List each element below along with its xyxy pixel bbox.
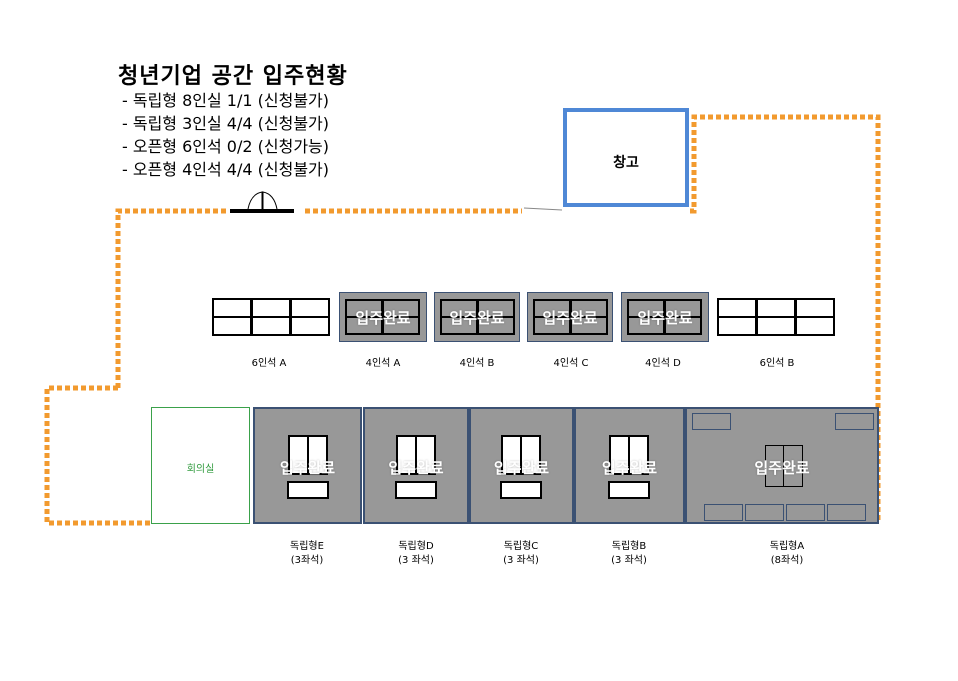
open-seat-4c[interactable]: 입주완료 xyxy=(527,292,613,342)
open-seat-4d-label: 4인석 D xyxy=(645,358,681,369)
occupied-label: 입주완료 xyxy=(449,309,505,327)
private-room-d-seats: (3 좌석) xyxy=(398,555,434,566)
open-seat-6b[interactable] xyxy=(717,298,835,336)
private-room-d[interactable]: 입주완료 xyxy=(363,407,469,524)
status-line-open-6: - 오픈형 6인석 0/2 (신청가능) xyxy=(122,137,330,156)
occupied-label: 입주완료 xyxy=(355,309,411,327)
open-seat-6b-label: 6인석 B xyxy=(759,358,795,369)
entrance-door-icon xyxy=(230,191,294,213)
occupied-label: 입주완료 xyxy=(279,459,336,477)
private-room-a[interactable]: 입주완료 xyxy=(685,407,879,524)
private-room-a-seats: (8좌석) xyxy=(770,555,804,566)
private-room-e-name: 독립형E xyxy=(290,541,324,552)
open-seat-4a[interactable]: 입주완료 xyxy=(339,292,427,342)
occupied-label: 입주완료 xyxy=(601,459,658,477)
storage-room: 창고 xyxy=(563,108,689,207)
open-seat-4b-label: 4인석 B xyxy=(459,358,495,369)
private-room-c-seats: (3 좌석) xyxy=(503,555,539,566)
meeting-room[interactable]: 회의실 xyxy=(151,407,250,524)
open-seat-4c-label: 4인석 C xyxy=(553,358,589,369)
open-seat-4b[interactable]: 입주완료 xyxy=(434,292,520,342)
private-room-b-seats: (3 좌석) xyxy=(611,555,647,566)
meeting-room-label: 회의실 xyxy=(186,464,215,475)
private-room-c-name: 독립형C xyxy=(503,541,539,552)
status-line-private-8: - 독립형 8인실 1/1 (신청불가) xyxy=(122,91,330,110)
private-room-d-name: 독립형D xyxy=(398,541,434,552)
private-room-b[interactable]: 입주완료 xyxy=(574,407,685,524)
status-line-open-4: - 오픈형 4인석 4/4 (신청불가) xyxy=(122,160,330,179)
open-seat-4a-label: 4인석 A xyxy=(365,358,401,369)
status-line-private-3: - 독립형 3인실 4/4 (신청불가) xyxy=(122,114,330,133)
private-room-c[interactable]: 입주완료 xyxy=(469,407,574,524)
storage-label: 창고 xyxy=(613,155,639,171)
private-room-e-seats: (3좌석) xyxy=(290,555,324,566)
open-seat-6a[interactable] xyxy=(212,298,330,336)
occupied-label: 입주완료 xyxy=(637,309,693,327)
occupied-label: 입주완료 xyxy=(754,459,810,477)
private-room-b-name: 독립형B xyxy=(611,541,647,552)
page-title: 청년기업 공간 입주현황 xyxy=(118,64,348,89)
open-seat-6a-label: 6인석 A xyxy=(251,358,287,369)
private-room-e[interactable]: 입주완료 xyxy=(253,407,362,524)
occupied-label: 입주완료 xyxy=(542,309,598,327)
private-room-a-name: 독립형A xyxy=(769,541,805,552)
open-seat-4d[interactable]: 입주완료 xyxy=(621,292,709,342)
occupied-label: 입주완료 xyxy=(388,459,444,477)
occupied-label: 입주완료 xyxy=(493,459,550,477)
